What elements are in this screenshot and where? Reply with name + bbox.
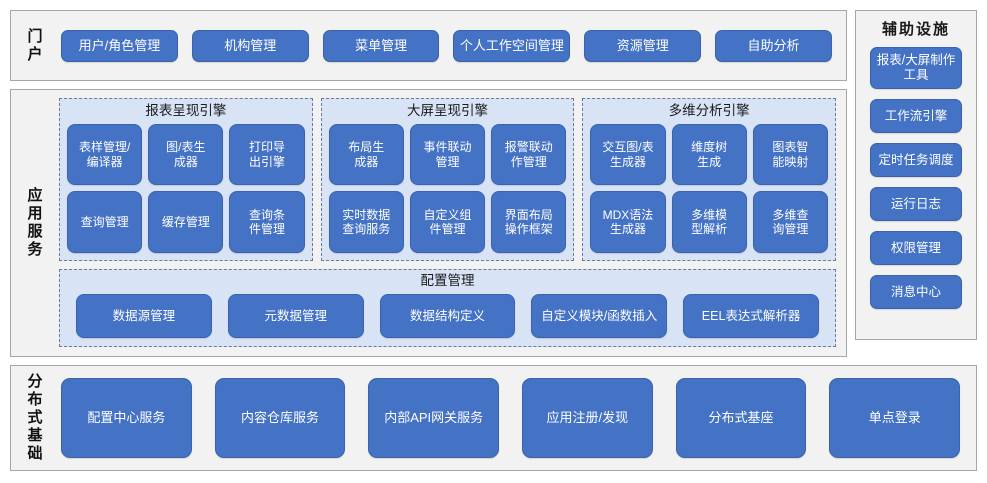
panel-title-configuration-management: 配置管理 [420, 273, 475, 288]
base-item-distributed-foundation[interactable]: 分布式基座 [675, 378, 807, 458]
base-item-content-repository-service[interactable]: 内容仓库服务 [214, 378, 346, 458]
report-item-template-editor[interactable]: 表样管理/ 编译器 [67, 123, 143, 186]
application-service-section: 应用服务 报表呈现引擎 表样管理/ 编译器 图/表生 成器 打印导 出引擎 查询… [10, 89, 847, 357]
panel-items-configuration-management: 数据源管理 元数据管理 数据结构定义 自定义模块/函数插入 EEL表达式解析器 [70, 293, 825, 338]
application-service-row: 应用服务 报表呈现引擎 表样管理/ 编译器 图/表生 成器 打印导 出引擎 查询… [10, 89, 847, 357]
portal-item-resource[interactable]: 资源管理 [584, 29, 702, 62]
distributed-base-items: 配置中心服务 内容仓库服务 内部API网关服务 应用注册/发现 分布式基座 单点… [57, 366, 976, 470]
aux-item-workflow-engine[interactable]: 工作流引擎 [870, 99, 962, 133]
panel-report-engine: 报表呈现引擎 表样管理/ 编译器 图/表生 成器 打印导 出引擎 查询管理 缓存… [59, 98, 313, 261]
report-item-query-condition-management[interactable]: 查询条 件管理 [229, 191, 305, 253]
auxiliary-section: 辅助设施 报表/大屏制作工具 工作流引擎 定时任务调度 运行日志 权限管理 消息… [855, 10, 977, 340]
bigscreen-item-realtime-query-service[interactable]: 实时数据 查询服务 [328, 191, 404, 253]
olap-item-mdx-syntax-generator[interactable]: MDX语法 生成器 [590, 191, 666, 253]
engine-panels: 报表呈现引擎 表样管理/ 编译器 图/表生 成器 打印导 出引擎 查询管理 缓存… [59, 98, 837, 261]
olap-item-multidim-query-management[interactable]: 多维查 询管理 [752, 191, 829, 253]
aux-item-scheduled-task[interactable]: 定时任务调度 [870, 143, 962, 177]
panel-configuration-management: 配置管理 数据源管理 元数据管理 数据结构定义 自定义模块/函数插入 EEL表达… [59, 269, 836, 347]
bigscreen-item-event-linkage-management[interactable]: 事件联动 管理 [409, 123, 486, 186]
report-item-chart-generator[interactable]: 图/表生 成器 [148, 123, 224, 186]
portal-item-menu[interactable]: 菜单管理 [322, 29, 440, 62]
application-service-body: 报表呈现引擎 表样管理/ 编译器 图/表生 成器 打印导 出引擎 查询管理 缓存… [57, 90, 846, 356]
panel-title-bigscreen-engine: 大屏呈现引擎 [407, 103, 488, 118]
bigscreen-item-ui-layout-framework[interactable]: 界面布局 操作框架 [491, 191, 567, 253]
distributed-base-section: 分布式基础 配置中心服务 内容仓库服务 内部API网关服务 应用注册/发现 分布… [10, 365, 977, 471]
report-item-print-export-engine[interactable]: 打印导 出引擎 [229, 123, 305, 186]
auxiliary-column: 辅助设施 报表/大屏制作工具 工作流引擎 定时任务调度 运行日志 权限管理 消息… [855, 10, 977, 340]
portal-label-text: 门户 [25, 27, 43, 64]
panel-bigscreen-engine: 大屏呈现引擎 布局生 成器 事件联动 管理 报警联动 作管理 实时数据 查询服务… [320, 98, 575, 261]
base-item-app-registry-discovery[interactable]: 应用注册/发现 [522, 378, 653, 458]
config-item-datasource-management[interactable]: 数据源管理 [76, 293, 212, 338]
panel-title-olap-engine: 多维分析引擎 [668, 103, 750, 118]
application-service-label-text: 应用服务 [25, 187, 43, 259]
portal-label: 门户 [11, 11, 57, 80]
panel-title-report-engine: 报表呈现引擎 [145, 103, 227, 118]
aux-item-permission-management[interactable]: 权限管理 [870, 231, 962, 265]
auxiliary-items: 报表/大屏制作工具 工作流引擎 定时任务调度 运行日志 权限管理 消息中心 [856, 47, 976, 333]
config-item-data-structure-definition[interactable]: 数据结构定义 [379, 293, 516, 338]
config-item-custom-module-function-insert[interactable]: 自定义模块/函数插入 [531, 293, 668, 338]
olap-item-multidim-model-parsing[interactable]: 多维模 型解析 [671, 191, 747, 253]
panel-olap-engine: 多维分析引擎 交互图/表 生成器 维度树 生成 图表智 能映射 MDX语法 生成… [582, 98, 837, 261]
bigscreen-item-layout-generator[interactable]: 布局生 成器 [328, 123, 404, 186]
auxiliary-title: 辅助设施 [881, 21, 950, 38]
base-item-config-center-service[interactable]: 配置中心服务 [61, 378, 192, 458]
portal-items: 用户/角色管理 机构管理 菜单管理 个人工作空间管理 资源管理 自助分析 [57, 11, 846, 80]
config-item-metadata-management[interactable]: 元数据管理 [227, 293, 364, 338]
panel-items-report-engine: 表样管理/ 编译器 图/表生 成器 打印导 出引擎 查询管理 缓存管理 查询条 … [67, 123, 305, 253]
portal-item-user-role[interactable]: 用户/角色管理 [61, 29, 178, 62]
aux-item-report-bigscreen-tool[interactable]: 报表/大屏制作工具 [870, 47, 962, 89]
olap-item-dimension-tree-generation[interactable]: 维度树 生成 [671, 123, 747, 186]
portal-section: 门户 用户/角色管理 机构管理 菜单管理 个人工作空间管理 资源管理 自助分析 [10, 10, 847, 81]
bigscreen-item-custom-component-management[interactable]: 自定义组 件管理 [409, 191, 486, 253]
application-service-label: 应用服务 [11, 90, 57, 356]
panel-items-olap-engine: 交互图/表 生成器 维度树 生成 图表智 能映射 MDX语法 生成器 多维模 型… [590, 123, 829, 253]
config-item-eel-expression-parser[interactable]: EEL表达式解析器 [683, 293, 819, 338]
report-item-query-management[interactable]: 查询管理 [67, 191, 143, 253]
portal-row: 门户 用户/角色管理 机构管理 菜单管理 个人工作空间管理 资源管理 自助分析 [10, 10, 977, 81]
aux-item-message-center[interactable]: 消息中心 [870, 275, 962, 309]
base-item-single-sign-on[interactable]: 单点登录 [829, 378, 961, 458]
portal-item-self-analysis[interactable]: 自助分析 [715, 29, 832, 62]
aux-item-runtime-log[interactable]: 运行日志 [870, 187, 962, 221]
olap-item-interactive-chart-generator[interactable]: 交互图/表 生成器 [590, 123, 666, 186]
base-item-internal-api-gateway-service[interactable]: 内部API网关服务 [368, 378, 500, 458]
panel-items-bigscreen-engine: 布局生 成器 事件联动 管理 报警联动 作管理 实时数据 查询服务 自定义组 件… [328, 123, 567, 253]
report-item-cache-management[interactable]: 缓存管理 [148, 191, 224, 253]
distributed-base-row: 分布式基础 配置中心服务 内容仓库服务 内部API网关服务 应用注册/发现 分布… [10, 365, 977, 471]
distributed-base-label-text: 分布式基础 [25, 373, 43, 463]
olap-item-chart-smart-mapping[interactable]: 图表智 能映射 [752, 123, 829, 186]
distributed-base-label: 分布式基础 [11, 366, 57, 470]
portal-item-workspace[interactable]: 个人工作空间管理 [453, 29, 571, 62]
bigscreen-item-alarm-action-management[interactable]: 报警联动 作管理 [491, 123, 567, 186]
portal-item-org[interactable]: 机构管理 [191, 29, 309, 62]
